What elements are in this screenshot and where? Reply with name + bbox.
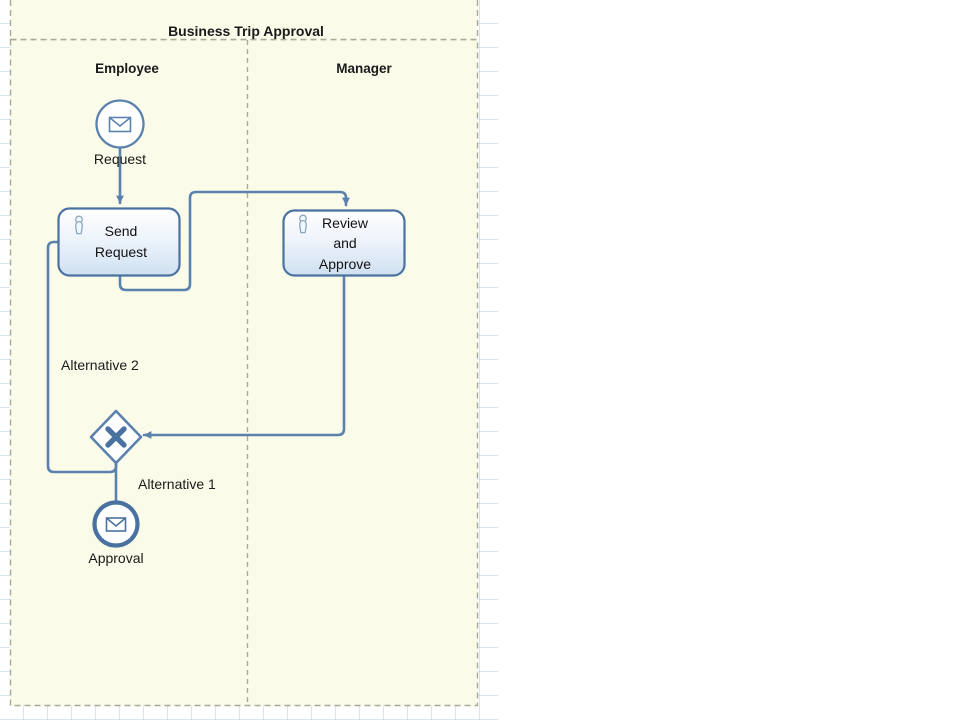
- sequence-flow-group: [46, 147, 350, 506]
- lane-manager-label: Manager: [336, 61, 392, 76]
- user-icon: [75, 215, 83, 235]
- exclusive-gateway[interactable]: [89, 409, 143, 465]
- task-review-and-approve[interactable]: Review and Approve: [282, 209, 406, 277]
- end-event-approval[interactable]: Approval: [88, 500, 144, 567]
- bpmn-diagram: Business Trip Approval Employee Manager: [9, 0, 479, 707]
- envelope-icon: [108, 116, 132, 133]
- user-icon: [299, 214, 307, 234]
- gateway-x-marker: [105, 426, 127, 448]
- pool-body: [10, 39, 478, 706]
- start-event-request[interactable]: Request: [94, 99, 146, 168]
- lane-manager[interactable]: Manager: [336, 61, 392, 76]
- diagram-canvas[interactable]: Business Trip Approval Employee Manager: [0, 0, 498, 720]
- task-send-request-box: [57, 207, 181, 277]
- flow-label-alternative-1: Alternative 1: [138, 476, 216, 492]
- task-send-request[interactable]: Send Request: [57, 207, 181, 277]
- task-send-request-line-1: Send: [105, 223, 138, 239]
- pool-title: Business Trip Approval: [168, 23, 324, 39]
- start-event-label: Request: [94, 151, 146, 167]
- task-review-and-approve-box: [282, 209, 406, 277]
- task-review-line-2: and: [333, 235, 356, 251]
- empty-workspace: [498, 0, 960, 720]
- lane-employee[interactable]: Employee: [95, 61, 159, 76]
- flow-label-alternative-2: Alternative 2: [61, 357, 139, 373]
- pool-business-trip-approval[interactable]: Business Trip Approval: [9, 0, 479, 707]
- task-review-line-1: Review: [322, 215, 369, 231]
- flow-send-request-to-review[interactable]: [118, 190, 350, 292]
- end-event-label: Approval: [88, 550, 143, 566]
- pool-header-band: [11, 0, 477, 39]
- flow-review-to-gateway[interactable]: [142, 274, 346, 439]
- task-review-line-3: Approve: [319, 256, 371, 272]
- lane-employee-label: Employee: [95, 61, 159, 76]
- task-send-request-line-2: Request: [95, 244, 147, 260]
- envelope-icon: [105, 517, 127, 532]
